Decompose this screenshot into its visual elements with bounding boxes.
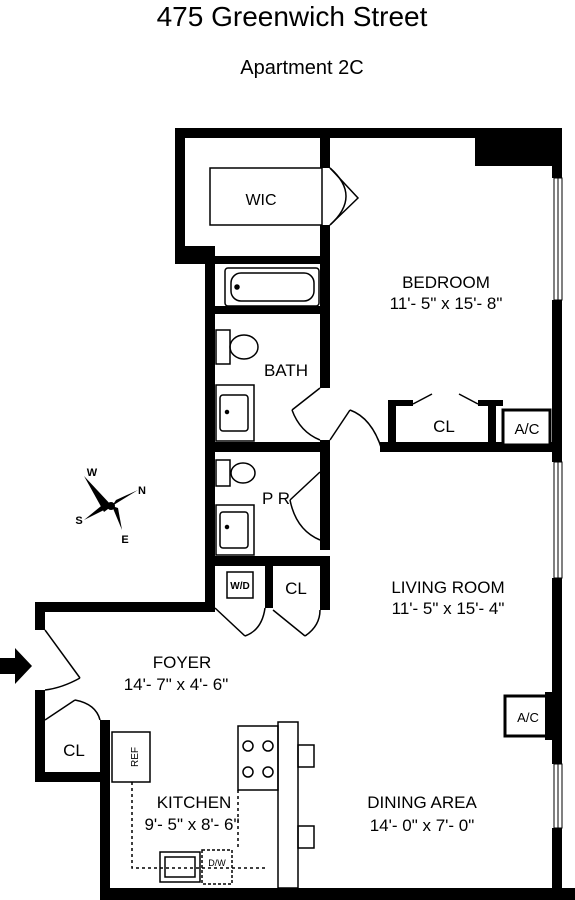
foyer-label: FOYER (153, 653, 212, 672)
foyer-size: 14'- 7" x 4'- 6" (124, 675, 229, 694)
page-subtitle: Apartment 2C (240, 57, 363, 79)
fixtures (111, 167, 323, 889)
walls (35, 128, 575, 900)
bedroom-label: BEDROOM (402, 273, 490, 292)
page-title: 475 Greenwich Street (157, 1, 428, 32)
washer-dryer-label: W/D (230, 581, 249, 592)
dining-area-label: DINING AREA (367, 793, 477, 812)
bath-label: BATH (264, 361, 308, 380)
bedroom-closet-label: CL (433, 417, 455, 436)
hall-closet-label: CL (285, 579, 307, 598)
windows (553, 177, 563, 829)
kitchen-size: 9'- 5" x 8'- 6" (144, 815, 239, 834)
entry-arrow-icon (0, 648, 32, 684)
doors (44, 167, 479, 721)
dishwasher-label: D/W (208, 858, 226, 868)
compass-n: N (138, 485, 146, 497)
compass-s: S (75, 515, 82, 527)
foyer-closet-label: CL (63, 741, 85, 760)
kitchen-label: KITCHEN (157, 793, 232, 812)
refrigerator-label: REF (130, 747, 141, 767)
wic-label: WIC (245, 192, 276, 209)
living-room-size: 11'- 5" x 15'- 4" (392, 599, 505, 618)
compass-e: E (121, 534, 128, 546)
compass-icon: W N S E (75, 467, 146, 546)
compass-w: W (87, 467, 98, 479)
living-room-label: LIVING ROOM (391, 578, 504, 597)
ac-bedroom-label: A/C (514, 421, 539, 438)
dining-area-size: 14'- 0" x 7'- 0" (370, 816, 475, 835)
ac-living-label: A/C (517, 710, 539, 725)
bedroom-size: 11'- 5" x 15'- 8" (390, 294, 503, 313)
powder-room-label: P R (262, 489, 290, 508)
